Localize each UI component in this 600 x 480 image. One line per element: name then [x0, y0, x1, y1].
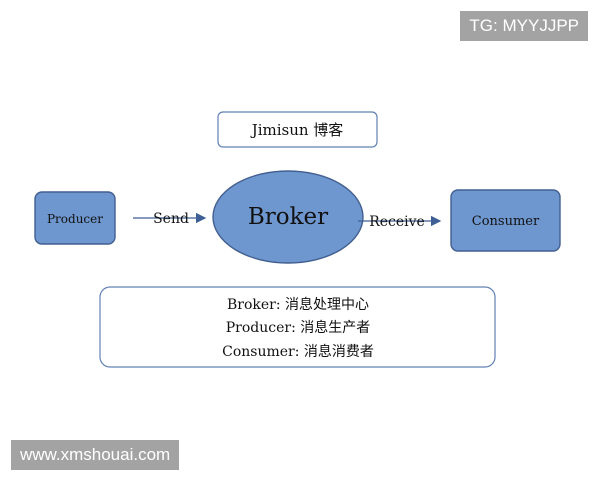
title-label: Jimisun 博客: [250, 121, 344, 139]
watermark-bottom-left: www.xmshouai.com: [11, 440, 180, 470]
broker-label: Broker: [248, 204, 328, 230]
notes-card: [99, 286, 496, 368]
receive-label: Receive: [369, 214, 425, 230]
consumer-label: Consumer: [472, 214, 540, 229]
note-consumer: Consumer: 消息消费者: [222, 343, 374, 360]
consumer-node: [450, 189, 561, 252]
producer-label: Producer: [47, 212, 103, 226]
note-producer: Producer: 消息生产者: [226, 319, 371, 336]
title-box: [217, 111, 378, 148]
producer-node: [34, 191, 116, 245]
note-broker: Broker: 消息处理中心: [227, 296, 369, 313]
watermark-top-right: TG: MYYJJPP: [460, 11, 588, 41]
broker-node: [212, 170, 364, 264]
send-label: Send: [153, 211, 189, 227]
